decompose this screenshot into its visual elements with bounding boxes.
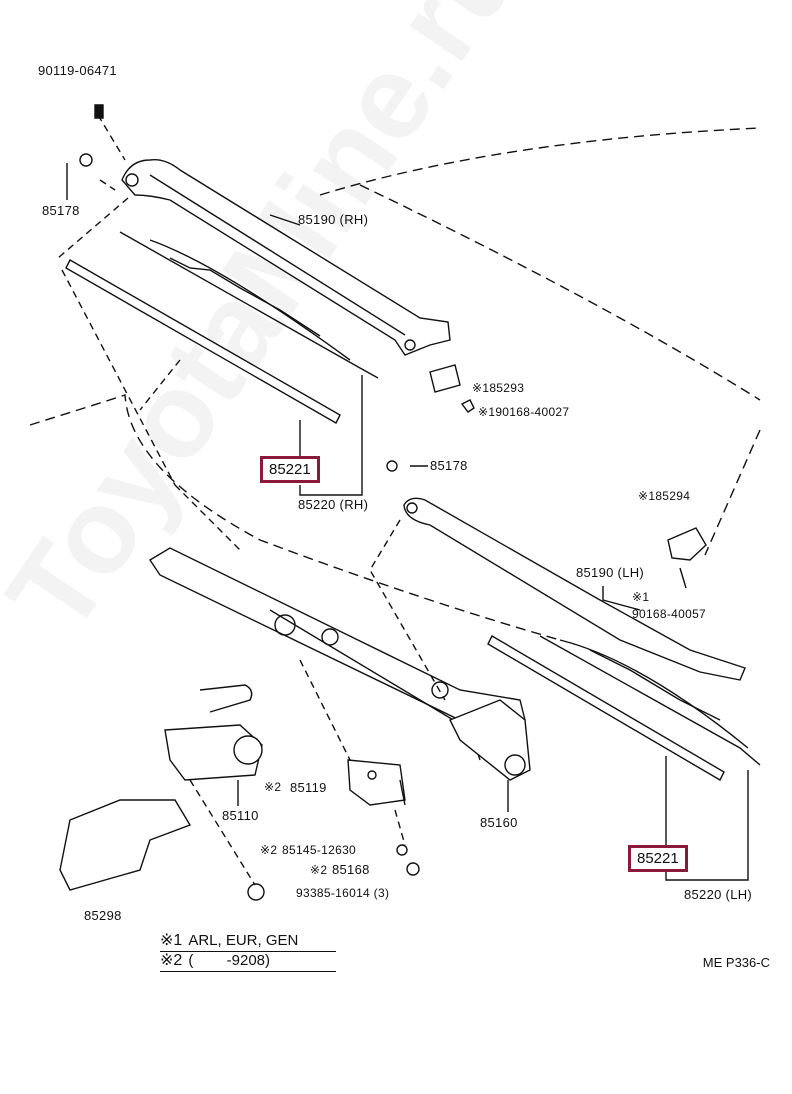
windshield-side-edge	[359, 184, 761, 401]
legend-underline-2	[160, 971, 336, 972]
nut-small-shape	[406, 862, 420, 876]
label-blade-lh-highlight: 85221	[628, 845, 688, 872]
diagram-code: ME P336-C	[702, 955, 770, 970]
arm-lh	[403, 497, 746, 681]
label-cover-rh: ※185293	[472, 381, 525, 395]
label-bracket-mark: ※2	[264, 780, 282, 794]
label-blade-rh-highlight: 85221	[260, 456, 320, 483]
screw-rh-shape	[460, 399, 475, 413]
bolt-top-shape	[94, 104, 104, 119]
legend-mark-2: ※2	[160, 952, 183, 969]
bracket-shape	[347, 759, 406, 806]
nut-left-shape	[79, 153, 93, 167]
label-nut-mid: 85178	[430, 458, 468, 473]
lh-guide-line	[704, 429, 761, 556]
blade-assy-lh	[539, 635, 761, 766]
label-screw-lh-mark: ※1	[632, 590, 650, 604]
blade-rubber-lh	[487, 635, 725, 781]
label-nut-left: 85178	[42, 203, 80, 218]
label-cover-lh: ※185294	[638, 489, 691, 503]
label-link: 85160	[480, 815, 518, 830]
legend-underline-1	[160, 951, 336, 952]
bolt-bottom-shape	[247, 883, 265, 901]
legend-row-1: ※1 ARL, EUR, GEN	[160, 930, 336, 950]
blade-assy-rh	[119, 231, 379, 379]
windshield-top-edge	[319, 127, 761, 196]
washer-shape	[396, 844, 408, 856]
cowl-outline	[29, 394, 561, 641]
label-screw-lh: 90168-40057	[632, 607, 707, 621]
label-screw-rh: ※190168-40027	[478, 405, 570, 419]
nut-mid-shape	[386, 460, 398, 472]
label-bracket: 85119	[290, 780, 327, 795]
guide-lines	[57, 114, 446, 886]
label-bolt-top: 90119-06471	[38, 63, 117, 78]
label-blade-assy-rh: 85220 (RH)	[298, 497, 369, 512]
legend: ※1 ARL, EUR, GEN ※2 ( -9208)	[160, 930, 336, 972]
label-washer: 85145-12630	[282, 843, 357, 857]
cover-lh-shape	[667, 527, 707, 561]
label-washer-mark: ※2	[260, 843, 278, 857]
arm-rh	[121, 159, 451, 356]
legend-mark-1: ※1	[160, 932, 183, 949]
link-shape	[449, 699, 531, 781]
leader-lines	[66, 163, 749, 881]
blade-rubber-rh	[65, 259, 341, 424]
label-blade-assy-lh: 85220 (LH)	[684, 887, 753, 902]
label-nut-small-mark: ※2	[310, 863, 328, 877]
legend-row-2: ※2 ( -9208)	[160, 950, 336, 970]
legend-text-2: ( -9208)	[188, 952, 271, 969]
legend-text-1: ARL, EUR, GEN	[188, 932, 299, 949]
label-arm-rh: 85190 (RH)	[298, 212, 369, 227]
label-bolt-bottom: 93385-16014 (3)	[296, 886, 390, 900]
motor-shape	[164, 684, 263, 781]
label-nut-small: 85168	[332, 862, 370, 877]
shroud-shape	[59, 799, 192, 891]
label-shroud: 85298	[84, 908, 122, 923]
screw-lh-shape	[679, 567, 687, 589]
label-arm-lh: 85190 (LH)	[576, 565, 645, 580]
cover-rh-shape	[429, 364, 461, 393]
label-motor: 85110	[222, 808, 259, 823]
